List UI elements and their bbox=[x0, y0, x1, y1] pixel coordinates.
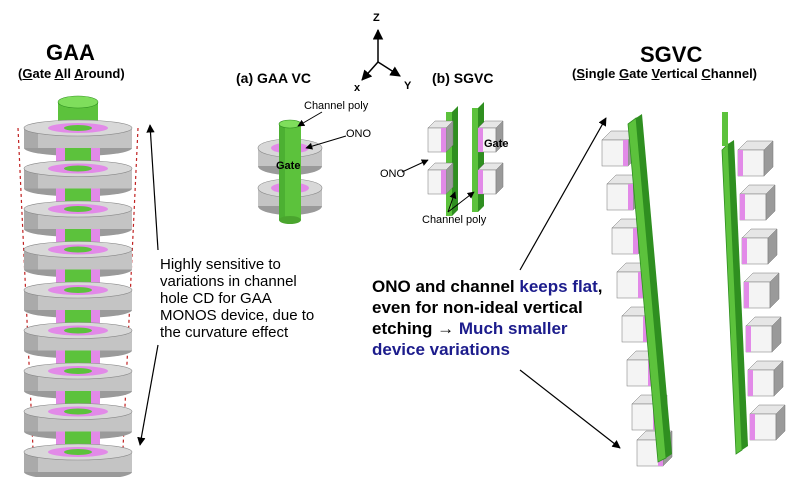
gate-block bbox=[747, 360, 784, 397]
panel-a-channel-poly-label: Channel poly bbox=[304, 100, 369, 112]
gate-block bbox=[739, 184, 776, 221]
gate-block bbox=[477, 120, 504, 153]
sgvc-device bbox=[427, 102, 504, 216]
panel-a-caption: (a) GAA VC bbox=[236, 70, 311, 86]
gate-block bbox=[477, 162, 504, 195]
axis-z-label: Z bbox=[373, 12, 380, 24]
panel-b-ono-label: ONO bbox=[380, 168, 406, 180]
gate-block bbox=[745, 316, 782, 353]
axes-icon bbox=[361, 28, 401, 81]
gaa-gate-disc bbox=[23, 119, 133, 156]
channel-poly-pointer-b1 bbox=[447, 191, 457, 213]
axis-y-label: Y bbox=[404, 80, 412, 92]
sgvc-tall-structure bbox=[601, 112, 786, 467]
gaa-gate-disc bbox=[23, 281, 133, 318]
gate-block bbox=[427, 162, 454, 195]
right-arrow-glyph: → bbox=[437, 319, 455, 338]
panel-b-channel-poly-label: Channel poly bbox=[422, 214, 487, 226]
sgvc-subtitle: (Single Gate Vertical Channel) bbox=[572, 66, 758, 81]
note-arrow-down bbox=[137, 344, 159, 446]
gaa-gate-disc bbox=[23, 443, 133, 477]
channel-poly-pointer-b2 bbox=[447, 191, 475, 213]
message-arrow-up bbox=[519, 117, 607, 271]
ono-pointer-b bbox=[401, 159, 429, 173]
gaa-sensitivity-note: Highly sensitive to variations in channe… bbox=[160, 256, 315, 341]
panel-b-gate-label: Gate bbox=[484, 138, 509, 150]
gate-block bbox=[743, 272, 780, 309]
gate-block bbox=[427, 120, 454, 153]
gaa-subtitle: (Gate All Around) bbox=[18, 66, 125, 81]
sgvc-title: SGVC bbox=[640, 42, 703, 67]
axis-x-label: x bbox=[354, 82, 361, 94]
gaa-gate-disc bbox=[23, 160, 133, 197]
channel-poly-pointer-a bbox=[297, 111, 323, 127]
message-arrow-down bbox=[519, 369, 621, 449]
gaa-gate-disc bbox=[23, 200, 133, 237]
gaa-stack bbox=[17, 95, 139, 477]
ono-pointer-a bbox=[305, 135, 347, 150]
panel-a-gate-label: Gate bbox=[276, 160, 301, 172]
gaa-gate-disc bbox=[23, 322, 133, 359]
panel-a-ono-label: ONO bbox=[346, 128, 372, 140]
gate-block bbox=[737, 140, 774, 177]
gaa-gate-disc bbox=[23, 362, 133, 399]
gate-block bbox=[749, 404, 786, 441]
gaa-title: GAA bbox=[46, 40, 95, 65]
note-arrow-up bbox=[146, 124, 159, 251]
panel-b-caption: (b) SGVC bbox=[432, 70, 494, 86]
gaa-gate-disc bbox=[23, 241, 133, 278]
gaa-vc-device bbox=[257, 119, 323, 224]
gate-block bbox=[741, 228, 778, 265]
channel-strip bbox=[472, 108, 478, 212]
sgvc-advantage-message: ONO and channel keeps flat, even for non… bbox=[372, 277, 603, 359]
